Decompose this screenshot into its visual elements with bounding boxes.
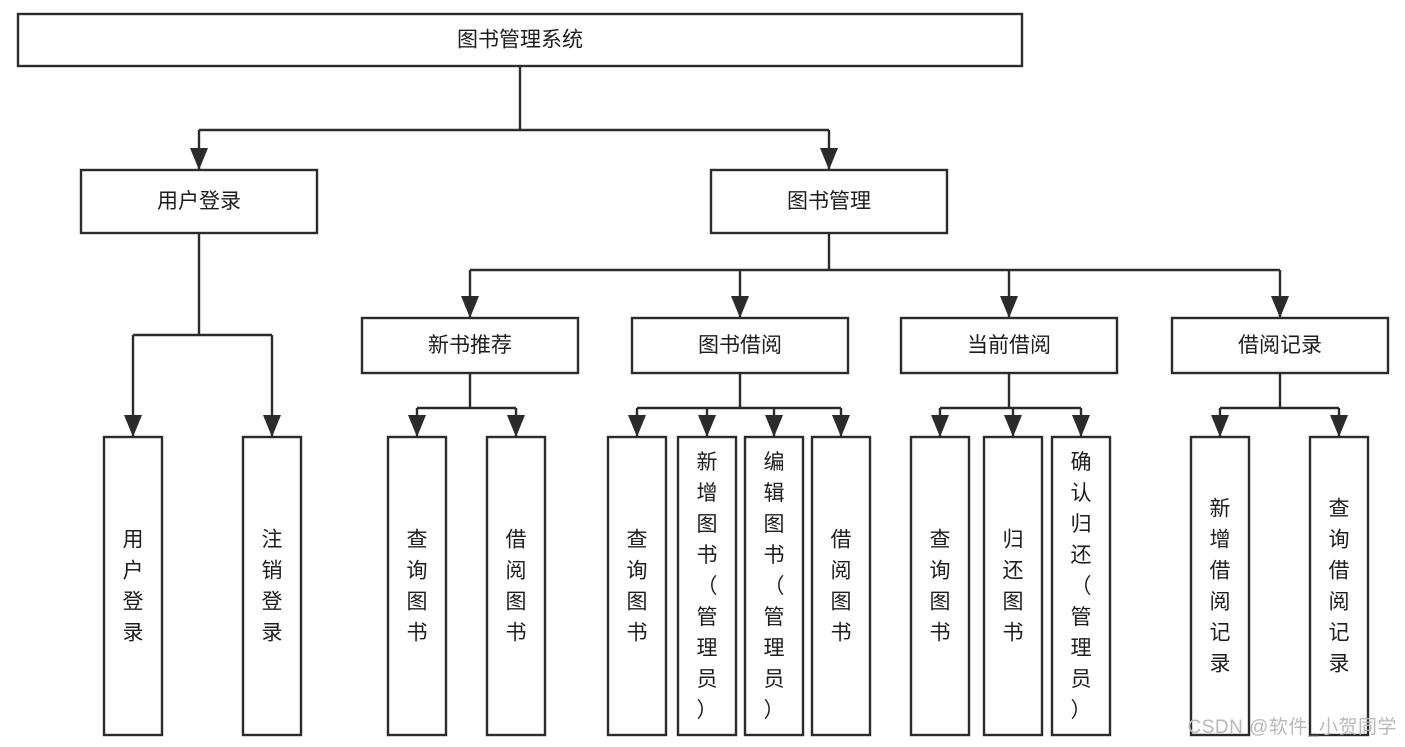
node-borrow-record-label: 借阅记录 [1238, 334, 1322, 357]
sub-current-borrow-to-leaves-arrow-2 [1072, 415, 1090, 437]
node-borrow-record[interactable]: 借阅记录 [1170, 316, 1390, 375]
sub-borrow-record-to-leaves-arrow-0 [1211, 415, 1229, 437]
sub-book-borrow-to-leaves-arrow-3 [832, 415, 850, 437]
node-book-borrow-label: 图书借阅 [698, 334, 782, 357]
leaf-leaf-borrow-book-1-label: 借阅图书 [506, 528, 527, 644]
root-to-level2-arrow-0 [190, 148, 208, 170]
userlogin-to-leaves-arrow-1 [263, 415, 281, 437]
leaf-leaf-add-book-box[interactable] [676, 435, 738, 737]
leaf-leaf-user-login-label: 用户登录 [123, 528, 144, 644]
sub-new-book-recommend-to-leaves-arrow-1 [507, 415, 525, 437]
sub-book-borrow-to-leaves-arrow-1 [698, 415, 716, 437]
leaf-leaf-query-book-2[interactable]: 查询图书 [606, 435, 668, 737]
node-user-login-label: 用户登录 [157, 190, 241, 213]
leaf-leaf-query-record-box[interactable] [1308, 435, 1370, 737]
leaf-leaf-edit-book-label: 编辑图书（管理员） [764, 451, 785, 722]
leaf-leaf-add-record[interactable]: 新增借阅记录 [1189, 435, 1251, 737]
leaf-leaf-edit-book-box[interactable] [743, 435, 805, 737]
node-current-borrow[interactable]: 当前借阅 [899, 316, 1119, 375]
node-root-label: 图书管理系统 [457, 29, 583, 52]
node-user-login[interactable]: 用户登录 [79, 168, 319, 235]
node-new-book-recommend[interactable]: 新书推荐 [360, 316, 580, 375]
node-user-login-box[interactable] [79, 168, 319, 235]
leaf-leaf-add-record-box[interactable] [1189, 435, 1251, 737]
node-book-borrow[interactable]: 图书借阅 [630, 316, 850, 375]
leaf-leaf-borrow-book-2[interactable]: 借阅图书 [810, 435, 872, 737]
sub-borrow-record-to-leaves-arrow-1 [1330, 415, 1348, 437]
sub-book-borrow-to-leaves-arrow-2 [765, 415, 783, 437]
leaf-leaf-query-book-1-label: 查询图书 [407, 528, 428, 644]
leaf-leaf-user-login[interactable]: 用户登录 [102, 435, 164, 737]
bookmanage-to-level3-arrow-0 [461, 296, 479, 318]
leaf-leaf-user-logout-label: 注销登录 [262, 528, 283, 644]
node-book-borrow-box[interactable] [630, 316, 850, 375]
leaf-leaf-query-book-3-box[interactable] [909, 435, 971, 737]
node-new-book-recommend-label: 新书推荐 [428, 334, 512, 357]
leaf-leaf-query-book-1-box[interactable] [386, 435, 448, 737]
node-book-manage-box[interactable] [709, 168, 949, 235]
leaf-leaf-user-logout-box[interactable] [241, 435, 303, 737]
leaf-leaf-borrow-book-1-box[interactable] [485, 435, 547, 737]
node-root[interactable]: 图书管理系统 [16, 12, 1024, 68]
leaf-leaf-return-book[interactable]: 归还图书 [982, 435, 1044, 737]
node-root-box[interactable] [16, 12, 1024, 68]
sub-current-borrow-to-leaves-arrow-1 [1004, 415, 1022, 437]
leaf-leaf-query-book-3-label: 查询图书 [930, 528, 951, 644]
leaf-leaf-return-book-label: 归还图书 [1003, 528, 1024, 644]
leaf-leaf-add-book-label: 新增图书（管理员） [697, 451, 718, 722]
node-layer: 图书管理系统用户登录图书管理新书推荐图书借阅当前借阅借阅记录用户登录注销登录查询… [16, 12, 1390, 737]
connector-layer [124, 66, 1348, 437]
leaf-leaf-query-book-2-label: 查询图书 [627, 528, 648, 644]
leaf-leaf-user-logout[interactable]: 注销登录 [241, 435, 303, 737]
bookmanage-to-level3-arrow-3 [1271, 296, 1289, 318]
sub-new-book-recommend-to-leaves-arrow-0 [408, 415, 426, 437]
leaf-leaf-borrow-book-2-label: 借阅图书 [831, 528, 852, 644]
leaf-leaf-query-book-1[interactable]: 查询图书 [386, 435, 448, 737]
leaf-leaf-return-book-box[interactable] [982, 435, 1044, 737]
sub-book-borrow-to-leaves-arrow-0 [628, 415, 646, 437]
root-to-level2-arrow-1 [820, 148, 838, 170]
leaf-leaf-borrow-book-1[interactable]: 借阅图书 [485, 435, 547, 737]
node-current-borrow-box[interactable] [899, 316, 1119, 375]
userlogin-to-leaves-arrow-0 [124, 415, 142, 437]
leaf-leaf-query-book-2-box[interactable] [606, 435, 668, 737]
leaf-leaf-add-book[interactable]: 新增图书（管理员） [676, 435, 738, 737]
node-book-manage-label: 图书管理 [787, 190, 871, 213]
bookmanage-to-level3-arrow-2 [1000, 296, 1018, 318]
leaf-leaf-edit-book[interactable]: 编辑图书（管理员） [743, 435, 805, 737]
leaf-leaf-confirm-return[interactable]: 确认归还（管理员） [1050, 435, 1112, 737]
node-book-manage[interactable]: 图书管理 [709, 168, 949, 235]
leaf-leaf-query-book-3[interactable]: 查询图书 [909, 435, 971, 737]
leaf-leaf-query-record-label: 查询借阅记录 [1329, 497, 1350, 675]
leaf-leaf-borrow-book-2-box[interactable] [810, 435, 872, 737]
leaf-leaf-add-record-label: 新增借阅记录 [1210, 497, 1231, 675]
leaf-leaf-confirm-return-label: 确认归还（管理员） [1071, 451, 1092, 722]
sub-current-borrow-to-leaves-arrow-0 [931, 415, 949, 437]
leaf-leaf-query-record[interactable]: 查询借阅记录 [1308, 435, 1370, 737]
bookmanage-to-level3-arrow-1 [731, 296, 749, 318]
node-borrow-record-box[interactable] [1170, 316, 1390, 375]
node-current-borrow-label: 当前借阅 [967, 334, 1051, 357]
node-new-book-recommend-box[interactable] [360, 316, 580, 375]
leaf-leaf-confirm-return-box[interactable] [1050, 435, 1112, 737]
leaf-leaf-user-login-box[interactable] [102, 435, 164, 737]
